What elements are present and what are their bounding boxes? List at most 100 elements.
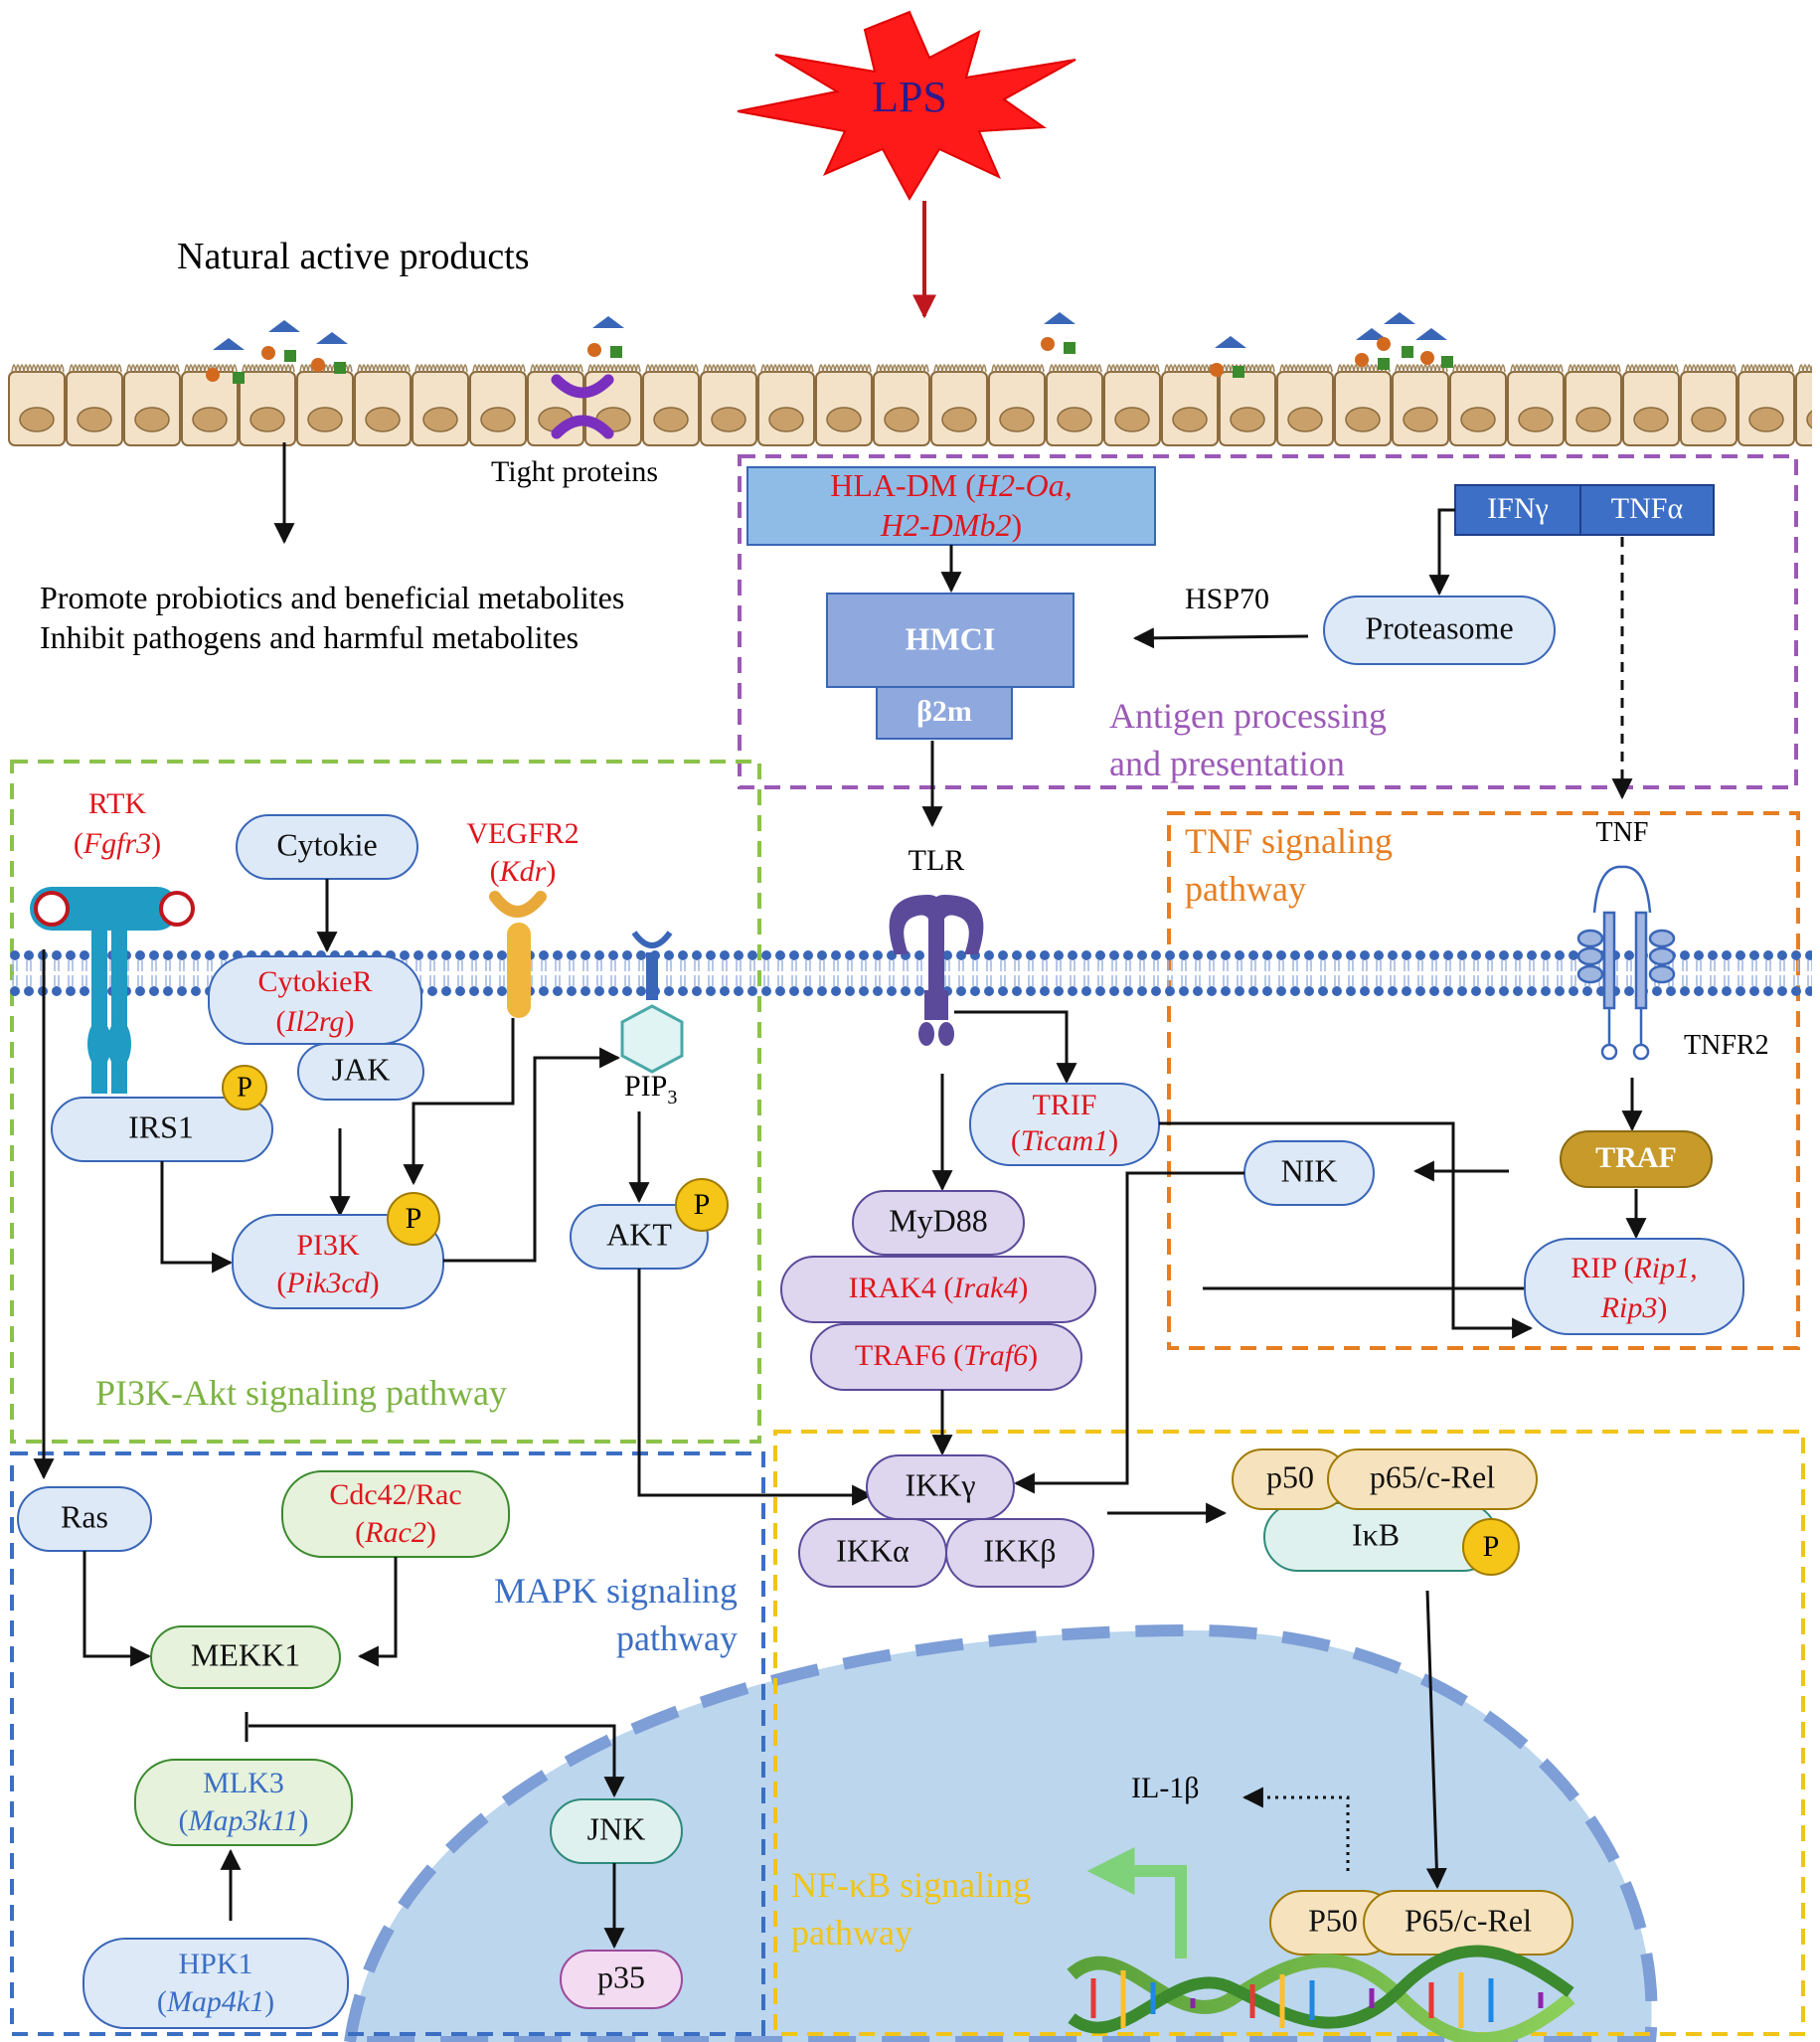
transcription-arrow <box>1086 1847 1187 1958</box>
b2m-label: β2m <box>916 695 972 728</box>
arrow-nik-ikk <box>1013 1171 1244 1494</box>
lps-burst-icon: LPS <box>737 10 1076 202</box>
arrow-irs1-pi3k <box>160 1161 234 1274</box>
mapk-title-line2: pathway <box>616 1618 738 1658</box>
tlr-label: TLR <box>909 844 965 877</box>
ikkg-label: IKKγ <box>905 1466 975 1502</box>
pi3k-gene: (Pik3cd) <box>276 1267 379 1299</box>
pi3k-phospho: P <box>387 1192 440 1246</box>
vegfr2-gene: (Kdr) <box>490 855 557 888</box>
jak-pill <box>297 1043 424 1101</box>
cdc42-gene: (Rac2) <box>355 1516 436 1549</box>
jnk-pill <box>550 1798 683 1864</box>
ikka-label: IKKα <box>836 1532 910 1568</box>
vegfr2-label: VEGFR2 <box>466 817 579 850</box>
ikkb-pill <box>945 1518 1094 1588</box>
rip-pill <box>1524 1238 1744 1335</box>
svg-text:P: P <box>406 1202 422 1235</box>
pip3-label: PIP3 <box>624 1070 677 1108</box>
antigen-title-line1: Antigen processing <box>1109 696 1387 736</box>
tnfa-box <box>1579 484 1715 536</box>
tnf-title-line1: TNF signaling <box>1185 821 1393 861</box>
arrow-trif-rip <box>1159 1121 1534 1339</box>
hla-dm-line1: HLA-DM (H2-Oa, <box>830 467 1073 503</box>
b2m-box <box>876 686 1013 740</box>
irak4-label: IRAK4 (Irak4) <box>849 1272 1029 1304</box>
hsp70-label: HSP70 <box>1185 583 1269 615</box>
natural-product-molecules <box>206 312 1453 384</box>
myd88-label: MyD88 <box>889 1202 988 1238</box>
epithelium <box>8 356 1812 447</box>
hmci-label: HMCI <box>906 620 996 656</box>
promote-text: Promote probiotics and beneficial metabo… <box>40 580 624 615</box>
tight-protein-icon <box>551 374 614 439</box>
pi3k-title: PI3K-Akt signaling pathway <box>95 1373 507 1413</box>
p65-nuclear-label: P65/c-Rel <box>1405 1902 1532 1938</box>
tnf-pathway-box <box>1167 811 1800 1350</box>
ifng-box <box>1454 484 1581 536</box>
tnfr2-receptor-icon <box>1576 865 1676 1061</box>
akt-label: AKT <box>606 1216 672 1252</box>
arrow-proteasome-hmci <box>1132 627 1309 649</box>
arrow-pi3k-pip3 <box>443 1047 621 1263</box>
tnf-label: TNF <box>1596 817 1649 848</box>
cdc42-label: Cdc42/Rac <box>329 1478 461 1511</box>
hmci-box <box>826 593 1075 688</box>
hla-dm-box <box>746 466 1156 546</box>
tight-proteins-label: Tight proteins <box>491 455 658 488</box>
lps-label: LPS <box>872 73 947 121</box>
mekk1-pill <box>150 1625 341 1689</box>
nfkb-pathway-box <box>773 1430 1805 2036</box>
irs1-phospho: P <box>222 1065 267 1110</box>
traf6-pill <box>810 1323 1082 1391</box>
pi3k-pathway-box <box>10 760 761 1444</box>
hpk1-pill <box>83 1938 349 2029</box>
jak-label: JAK <box>332 1051 391 1087</box>
arrow-cdc42-mekk1 <box>357 1557 398 1667</box>
rip-label: RIP (Rip1, <box>1571 1252 1697 1284</box>
pip3-receptor-icon <box>620 931 684 1074</box>
svg-text:P: P <box>237 1072 252 1103</box>
mapk-title-line1: MAPK signaling <box>494 1571 738 1611</box>
myd88-pill <box>852 1190 1025 1256</box>
arrow-ifng-proteasome <box>1428 508 1455 596</box>
akt-phospho: P <box>675 1178 729 1232</box>
arrow-akt-ikk <box>637 1269 874 1506</box>
cytokier-label: CytokieR <box>257 965 372 998</box>
nik-label: NIK <box>1281 1152 1338 1188</box>
rtk-label: RTK <box>88 787 147 820</box>
traf-label: TRAF <box>1595 1141 1677 1174</box>
ikkb-label: IKKβ <box>983 1532 1056 1568</box>
hpk1-gene: (Map4k1) <box>157 1985 274 2018</box>
arrow-nfkb-nucleus <box>1425 1590 1447 1890</box>
mlk3-label: MLK3 <box>203 1767 284 1799</box>
ifng-label: IFNγ <box>1487 492 1549 525</box>
natural-active-products-label: Natural active products <box>177 236 530 277</box>
p35-label: p35 <box>597 1958 645 1994</box>
trif-label: TRIF <box>1032 1089 1096 1121</box>
p65-label: p65/c-Rel <box>1370 1458 1495 1494</box>
cytokier-gene: (Il2rg) <box>276 1005 355 1038</box>
p50-label: p50 <box>1266 1458 1314 1494</box>
rtk-receptor-icon <box>30 887 195 1094</box>
rip-gene: Rip3) <box>1600 1291 1668 1324</box>
cytokie-label: Cytokie <box>276 826 377 862</box>
trif-gene: (Ticam1) <box>1011 1124 1118 1157</box>
mlk3-gene: (Map3k11) <box>178 1804 308 1837</box>
il1b-label: IL-1β <box>1131 1772 1200 1804</box>
traf6-label: TRAF6 (Traf6) <box>855 1339 1038 1372</box>
arrow-tlr-trif <box>954 1010 1077 1085</box>
tnf-title-line2: pathway <box>1185 869 1306 909</box>
vegfr2-receptor-icon <box>489 891 547 1018</box>
proteasome-label: Proteasome <box>1365 609 1513 645</box>
proteasome-pill <box>1323 596 1556 665</box>
mekk1-label: MEKK1 <box>191 1636 300 1672</box>
irs1-label: IRS1 <box>128 1108 194 1144</box>
pi3k-label: PI3K <box>296 1229 360 1262</box>
rtk-gene: (Fgfr3) <box>74 827 161 860</box>
nfkb-title-line1: NF-κB signaling <box>791 1865 1031 1905</box>
p50-nuclear-label: P50 <box>1308 1902 1358 1938</box>
nfkb-title-line2: pathway <box>791 1913 912 1953</box>
ikkg-pill <box>866 1454 1015 1520</box>
